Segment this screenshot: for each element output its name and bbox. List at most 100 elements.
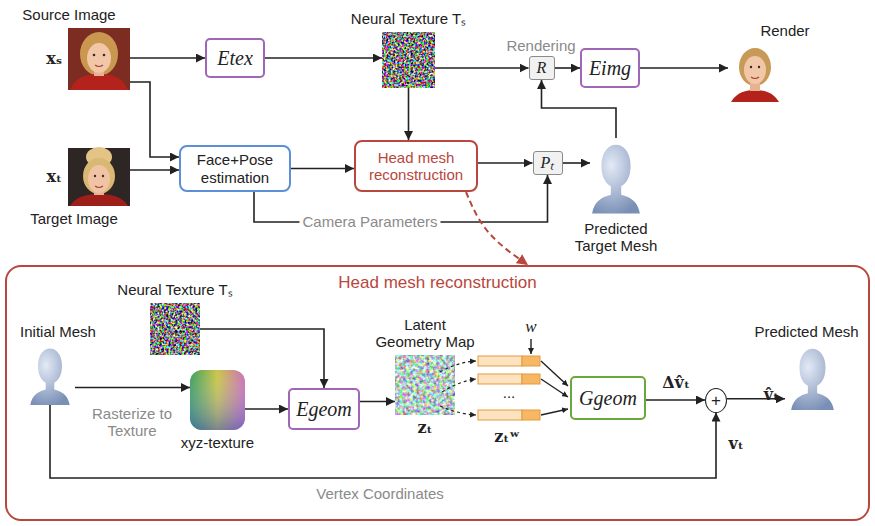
connector-arrow (130, 82, 179, 157)
math-symbol: xₜ (47, 168, 62, 186)
caption: Latent Geometry Map (373, 316, 477, 351)
sampling-arrow (440, 339, 568, 415)
connector-arrow (75, 387, 190, 389)
sum-symbol: + (711, 392, 721, 409)
sum-node: + (705, 388, 727, 413)
target-image: xₜTarget Image (68, 148, 130, 206)
connector-arrow (640, 67, 728, 69)
render-photo-part (739, 48, 771, 86)
render-image: Render (728, 44, 782, 102)
neural-texture-image-part (150, 303, 200, 355)
render-photo-part (744, 56, 766, 84)
connector-arrow (555, 67, 581, 69)
connector-arrow (200, 329, 324, 388)
annotation: zₜʷ (494, 428, 520, 446)
latent-vector-part (522, 356, 540, 366)
annotation: Rendering (506, 37, 575, 54)
target-photo-part (88, 165, 110, 193)
caption: Initial Mesh (20, 323, 96, 340)
connector-arrow (646, 399, 705, 401)
initial-mesh: Initial Mesh (25, 345, 75, 405)
operator-label: Egeom (296, 398, 352, 420)
source-photo-part (87, 43, 111, 73)
target-photo-part (102, 175, 104, 177)
caption: Face+Pose estimation (186, 151, 284, 186)
latent-vector-part (522, 410, 540, 420)
mesh-render-part (592, 145, 640, 214)
caption: Neural Texture Tₛ (351, 10, 466, 27)
source-photo-part (80, 32, 118, 76)
connector-arrow (245, 408, 288, 410)
connector-arrow (265, 57, 382, 59)
operator-label: Eimg (589, 57, 631, 79)
target-photo-part (83, 158, 115, 194)
mesh-render-part (30, 348, 69, 405)
connector-arrow (130, 57, 205, 59)
latent-vector-part (478, 374, 522, 384)
sampling-arrow-part (541, 379, 568, 397)
edge-label: Rasterize to Texture (90, 405, 174, 440)
target-photo-part (94, 175, 96, 177)
connector-arrow (435, 67, 529, 69)
predicted-mesh: Predicted Meshv̂ₜ (785, 345, 840, 410)
xyz-texture-image-part (190, 370, 245, 430)
source-photo-part (103, 54, 106, 57)
latent-map-image-part (395, 355, 455, 415)
edge-label: Camera Parameters (299, 213, 440, 230)
sampling-arrow-part (442, 379, 476, 392)
render-photo-part (750, 66, 752, 68)
source-photo-part (70, 74, 128, 90)
annotation: w (525, 317, 536, 337)
dashed-callout-arrow (466, 192, 528, 265)
connector-arrow (542, 80, 617, 138)
render-photo-part (758, 66, 760, 68)
projection-box: Pₜ (533, 151, 563, 175)
reconstruction-box: Head mesh reconstruction (354, 140, 478, 192)
operator-label: Pₜ (541, 155, 555, 171)
connector-arrow (291, 168, 354, 170)
annotation: vₜ (728, 435, 743, 453)
connector-arrow (478, 162, 533, 164)
latent-vector-part (522, 374, 540, 384)
annotation: ... (503, 384, 516, 401)
encoder-box: Egeom (288, 388, 360, 430)
source-photo-part (68, 28, 130, 90)
target-photo-part (70, 194, 128, 206)
connector-arrow (408, 88, 410, 140)
renderer-box: R (529, 56, 555, 80)
detail-panel: Neural Texture Tₛ Initial Mesh xyz-texture… (5, 265, 870, 521)
source-photo (68, 28, 130, 90)
connector-arrow (130, 169, 179, 171)
latent-map: Latent Geometry Mapzₜ (395, 355, 455, 415)
decoder-box: Eimg (580, 48, 640, 88)
generator-box: Ggeom (570, 376, 646, 420)
caption: Predicted Mesh (754, 323, 858, 340)
render-photo-part (731, 90, 779, 102)
target-photo-part (95, 186, 103, 188)
latent-vector-part (478, 356, 522, 366)
latent-vector-part (478, 410, 522, 420)
sampling-arrow-part (440, 361, 476, 372)
render-photo-part (751, 77, 759, 79)
source-image: Source Imagexₛ (68, 28, 130, 90)
neural-texture-image-part (382, 32, 435, 88)
mesh-render-part (791, 349, 834, 410)
latent-map-image (395, 355, 455, 415)
caption: Target Image (30, 210, 118, 227)
xyz-texture-image-part (190, 370, 245, 430)
source-photo-part (93, 54, 96, 57)
latent-vector (478, 356, 540, 420)
target-mesh: Predicted Target Mesh (590, 138, 642, 216)
panel-title: Head mesh reconstruction (338, 273, 536, 293)
edge-label: Vertex Coordinates (313, 485, 447, 502)
caption: Neural Texture Tₛ (117, 281, 232, 298)
caption: Source Image (22, 6, 115, 23)
caption: xyz-texture (181, 434, 254, 451)
target-photo (68, 147, 130, 206)
target-photo-part (68, 148, 130, 206)
xyz-texture: xyz-texture (190, 370, 245, 430)
connector-arrow (360, 401, 395, 403)
